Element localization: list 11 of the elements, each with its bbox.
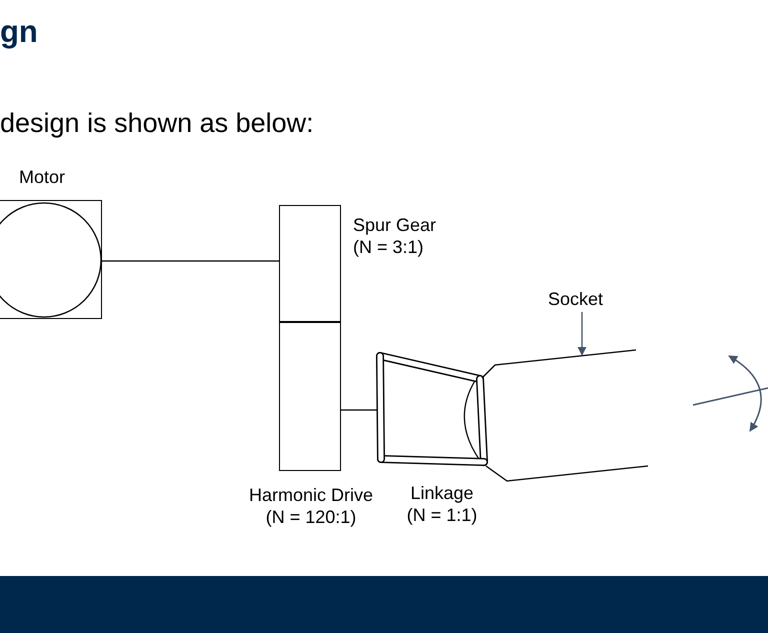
component-label: Motor xyxy=(19,166,66,188)
subtitle-text: design is shown as below: xyxy=(0,108,314,139)
connector-line xyxy=(102,260,279,262)
socket-label: Socket xyxy=(548,288,618,310)
component-label: Spur Gear (N = 3:1) xyxy=(353,214,438,258)
leader-arrow xyxy=(578,312,586,356)
component-label: Harmonic Drive (N = 120:1) xyxy=(248,484,374,528)
connector-line xyxy=(341,409,377,411)
socket-drawing xyxy=(480,348,650,484)
component-label: Linkage (N = 1:1) xyxy=(406,482,478,526)
slide-title: gn xyxy=(0,14,38,50)
